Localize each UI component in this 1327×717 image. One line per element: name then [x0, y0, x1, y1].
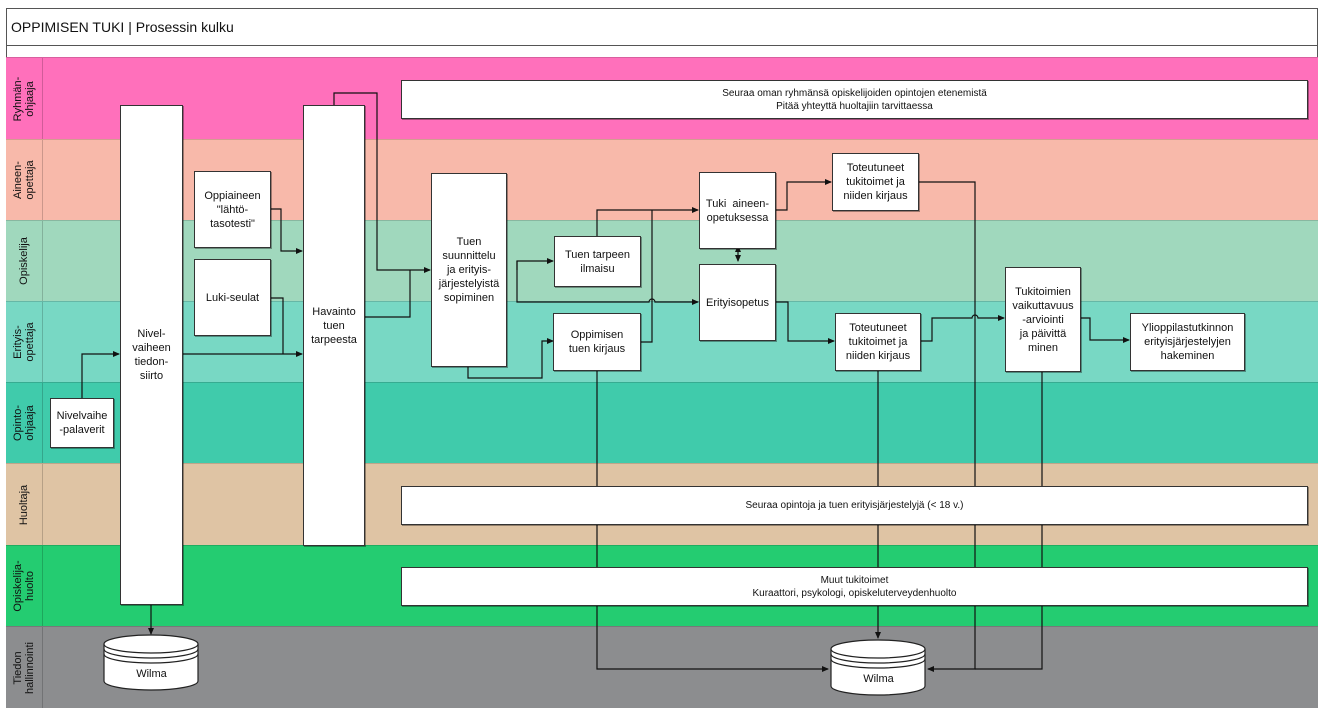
database-label: Wilma [136, 668, 167, 680]
box-havainto-tuen-tarpeesta[interactable]: Havainto tuen tarpeesta [303, 105, 365, 546]
lane-label: Opiskelija [18, 237, 30, 285]
box-oppimisen-tuen-kirjaus[interactable]: Oppimisen tuen kirjaus [553, 313, 641, 371]
box-ylioppilastutkinnon-erityisjarjestelyt[interactable]: Ylioppilastutkinnon erityisjärjestelyjen… [1130, 313, 1245, 371]
box-tuen-suunnittelu[interactable]: Tuen suunnittelu ja erityis- järjestelyi… [431, 173, 507, 367]
lane-label: Opiskelija- huolto [12, 560, 36, 612]
box-nivelvaihe-palaverit[interactable]: Nivelvaihe -palaverit [50, 398, 114, 448]
database-icon [830, 639, 926, 696]
box-toteutuneet-erityisopettaja[interactable]: Toteutuneet tukitoimet ja niiden kirjaus [835, 313, 921, 371]
database-wilma-right[interactable]: Wilma [830, 639, 927, 697]
diagram-title: OPPIMISEN TUKI | Prosessin kulku [6, 8, 1318, 46]
lane-label: Opinto- ohjaaja [12, 404, 36, 442]
box-huoltaja-tehtava[interactable]: Seuraa opintoja ja tuen erityisjärjestel… [401, 486, 1308, 525]
database-icon [103, 634, 199, 691]
lane-label: Tiedon hallinnointi [12, 641, 36, 694]
box-nivelvaiheen-tiedonsiirto[interactable]: Nivel- vaiheen tiedon- siirto [120, 105, 183, 605]
box-luki-seulat[interactable]: Luki-seulat [194, 259, 271, 336]
box-toteutuneet-aineenopettaja[interactable]: Toteutuneet tukitoimet ja niiden kirjaus [832, 153, 919, 211]
box-opiskelijahuolto-tehtava[interactable]: Muut tukitoimet Kuraattori, psykologi, o… [401, 567, 1308, 606]
lane-tiedonhallinnointi: Tiedon hallinnointi [6, 626, 1318, 708]
lane-label: Aineen- opettaja [12, 160, 36, 200]
box-oppiaineen-lahtotasotesti[interactable]: Oppiaineen "lähtö- tasotesti" [194, 171, 271, 248]
lane-label: Huoltaja [18, 484, 30, 525]
box-tukitoimien-arviointi[interactable]: Tukitoimien vaikuttavuus -arviointi ja p… [1005, 267, 1081, 372]
lane-label: Ryhmän- ohjaaja [12, 76, 36, 121]
box-erityisopetus[interactable]: Erityisopetus [699, 264, 776, 341]
box-tuki-aineenopetuksessa[interactable]: Tuki aineen- opetuksessa [699, 172, 776, 249]
database-label: Wilma [863, 673, 894, 685]
box-tuen-tarpeen-ilmaisu[interactable]: Tuen tarpeen ilmaisu [554, 236, 641, 287]
box-ryhmanohjaaja-tehtava[interactable]: Seuraa oman ryhmänsä opiskelijoiden opin… [401, 80, 1308, 119]
lane-label: Erityis- opettaja [12, 322, 36, 362]
lane-opinto-ohjaaja: Opinto- ohjaaja [6, 382, 1318, 463]
database-wilma-left[interactable]: Wilma [103, 634, 200, 692]
